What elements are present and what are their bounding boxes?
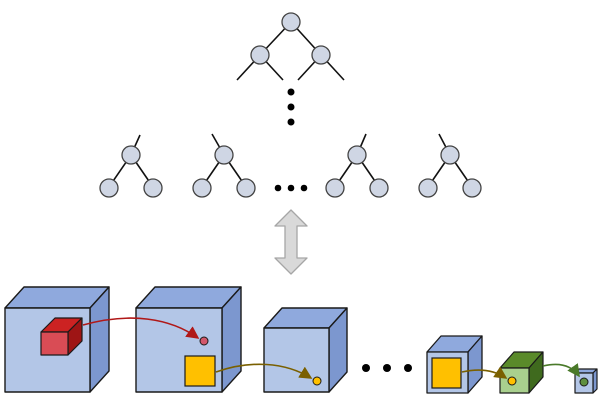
cube-icon	[4, 286, 110, 393]
olive-arrow-icon	[215, 363, 313, 379]
tree-node	[347, 145, 367, 165]
green-block-icon	[499, 351, 544, 394]
cube-front-face	[263, 327, 330, 393]
tree-leaf	[192, 178, 212, 198]
olive-arrow-icon	[461, 366, 508, 379]
green-dot-icon	[579, 377, 589, 387]
ellipsis-icon	[287, 88, 295, 126]
binary-tree-icon	[236, 12, 345, 81]
tree-leaf	[143, 178, 163, 198]
ellipsis-dot	[362, 364, 370, 372]
tree-node	[121, 145, 141, 165]
block-front-face	[40, 331, 69, 356]
tree-leaf	[369, 178, 389, 198]
yellow-dot-icon	[312, 376, 322, 386]
yellow-block-icon	[184, 355, 216, 387]
tree-leaf	[99, 178, 119, 198]
tree-leaf	[325, 178, 345, 198]
ellipsis-icon	[362, 364, 412, 372]
green-arrow-icon	[542, 363, 580, 378]
yellow-block-icon	[431, 357, 462, 389]
red-arrow-icon	[82, 317, 200, 339]
ellipsis-dot	[300, 184, 308, 192]
tree-leaf	[236, 178, 256, 198]
cube-icon	[574, 368, 598, 394]
red-block-icon	[40, 317, 83, 356]
ellipsis-dot	[404, 364, 412, 372]
tree-leaf	[418, 178, 438, 198]
cube-icon	[263, 307, 348, 393]
ellipsis-icon	[274, 184, 308, 192]
ellipsis-dot	[383, 364, 391, 372]
double-arrow-icon	[274, 209, 308, 275]
ellipsis-dot	[287, 184, 295, 192]
tree-node	[214, 145, 234, 165]
red-dot-icon	[199, 336, 209, 346]
yellow-dot-icon	[507, 376, 517, 386]
ellipsis-dot	[287, 118, 295, 126]
tree-leaf	[462, 178, 482, 198]
tree-node	[281, 12, 301, 32]
cube-icon	[135, 286, 242, 393]
tree-node	[440, 145, 460, 165]
ellipsis-dot	[287, 103, 295, 111]
tree-node	[311, 45, 331, 65]
tree-node	[250, 45, 270, 65]
ellipsis-dot	[287, 88, 295, 96]
ellipsis-dot	[274, 184, 282, 192]
binary-subtree-icon	[99, 133, 482, 198]
